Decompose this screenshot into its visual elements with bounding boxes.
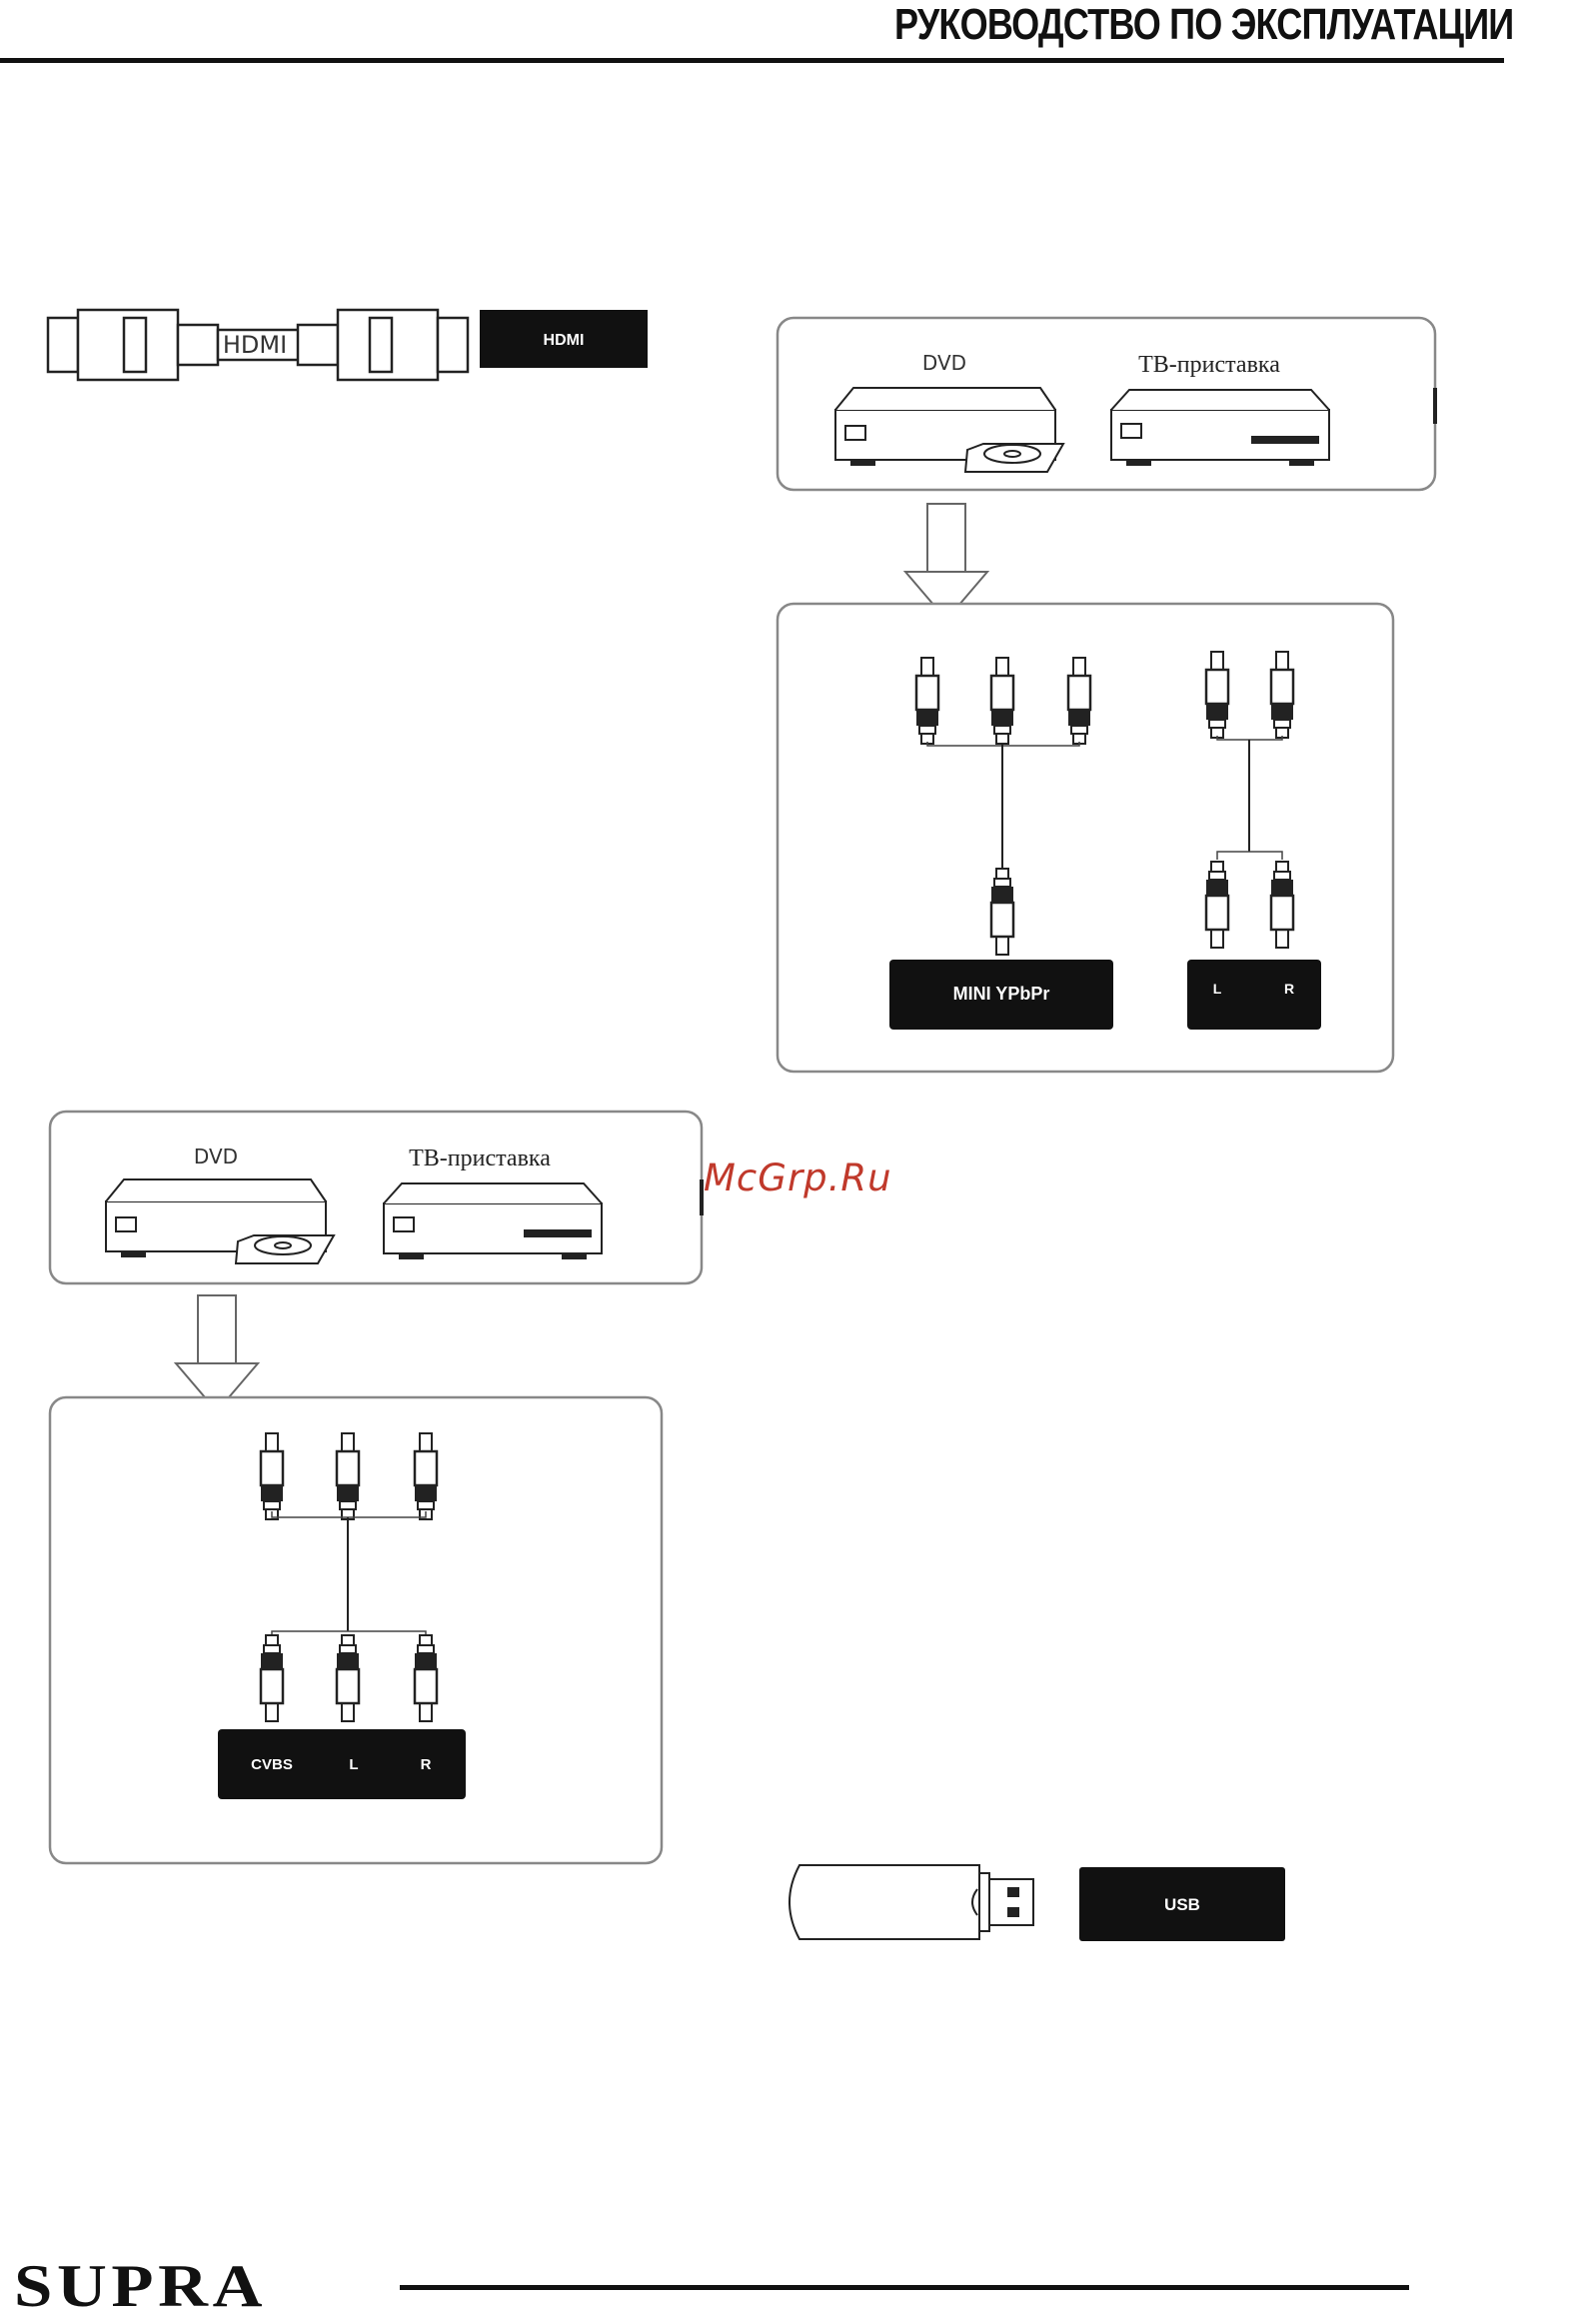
watermark: McGrp.Ru bbox=[704, 1157, 892, 1199]
audio-left-label: L bbox=[1213, 981, 1222, 997]
supra-logo: SUPRA bbox=[14, 2252, 267, 2321]
hdmi-diagram: HDMI HDMI bbox=[48, 310, 648, 380]
down-arrow-icon bbox=[176, 1295, 258, 1411]
dvd-player-icon bbox=[106, 1179, 334, 1263]
dvd-player-icon bbox=[835, 388, 1063, 472]
cvbs-label: CVBS bbox=[251, 1756, 293, 1773]
hdmi-cable-icon: HDMI bbox=[48, 310, 468, 380]
hdmi-cable-label: HDMI bbox=[223, 331, 287, 359]
audio-lr-port bbox=[1187, 960, 1321, 1030]
set-top-box-icon bbox=[384, 1183, 602, 1259]
av-right-label: R bbox=[421, 1756, 432, 1773]
usb-port-label: USB bbox=[1164, 1895, 1200, 1914]
down-arrow-icon bbox=[905, 504, 987, 620]
av-diagram: DVD ТВ-приставка CVBS L R bbox=[50, 1112, 704, 1863]
av-stb-label: ТВ-приставка bbox=[409, 1146, 551, 1171]
audio-right-label: R bbox=[1284, 981, 1294, 997]
footer-rule bbox=[400, 2285, 1409, 2290]
mini-ypbpr-label: MINI YPbPr bbox=[953, 984, 1050, 1004]
set-top-box-icon bbox=[1111, 390, 1329, 466]
av-left-label: L bbox=[349, 1756, 358, 1773]
usb-diagram: USB bbox=[789, 1865, 1285, 1941]
ypbpr-dvd-label: DVD bbox=[922, 351, 966, 375]
hdmi-port-label: HDMI bbox=[544, 332, 585, 349]
av-dvd-label: DVD bbox=[194, 1145, 238, 1168]
usb-flash-drive-icon bbox=[789, 1865, 1033, 1939]
ypbpr-diagram: DVD ТВ-приставка MINI Y bbox=[778, 318, 1437, 1072]
ypbpr-stb-label: ТВ-приставка bbox=[1138, 352, 1280, 378]
